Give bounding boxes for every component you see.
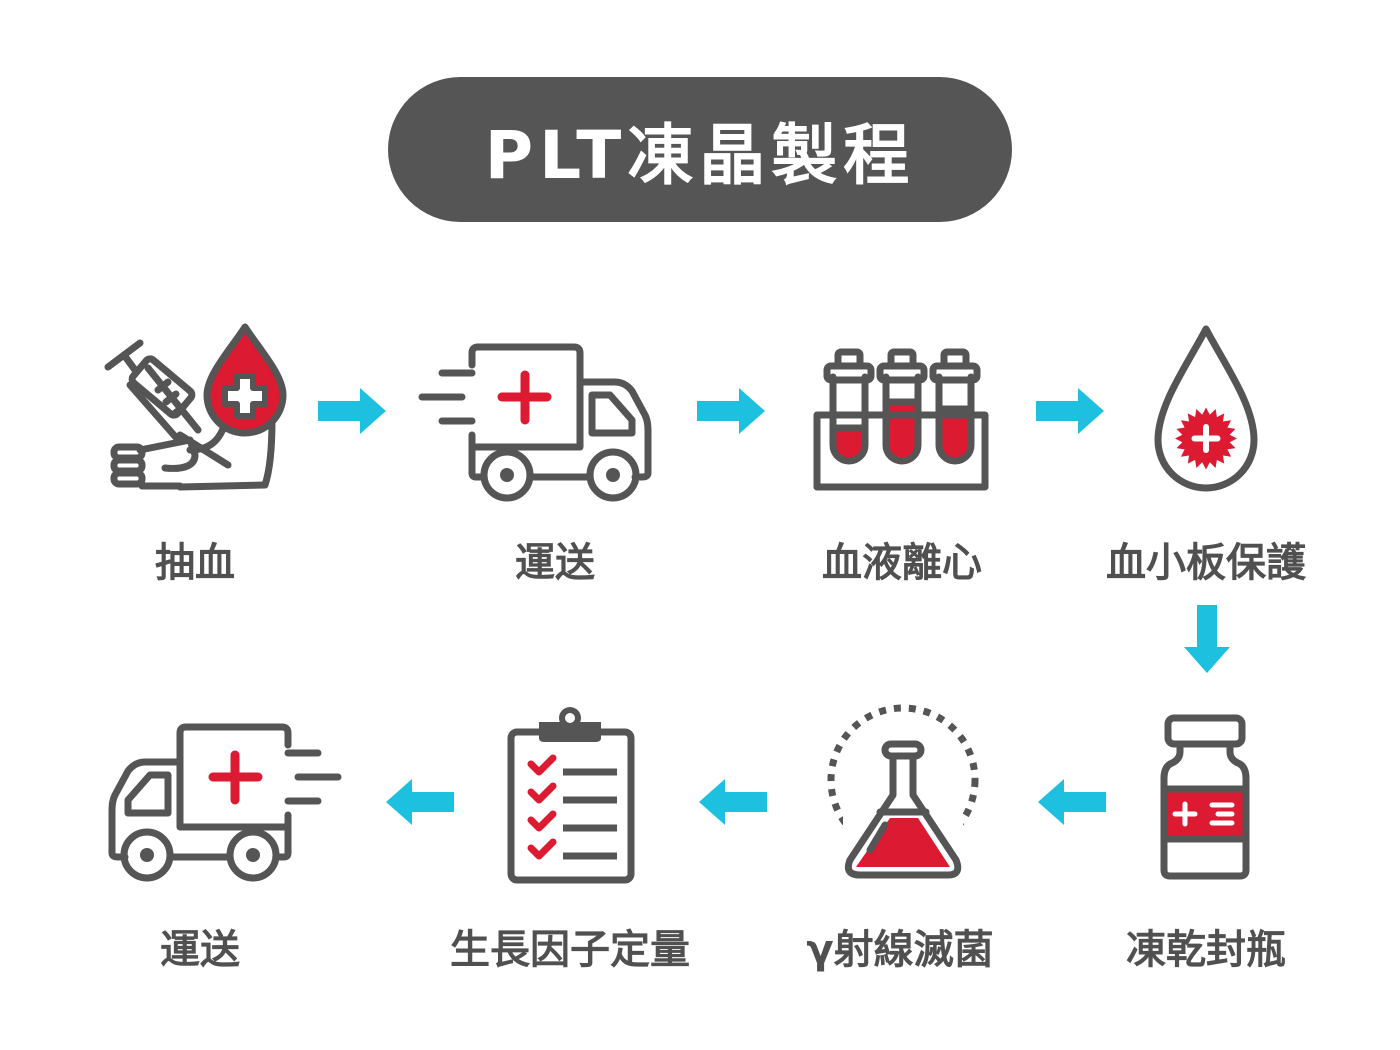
- page-title: PLT凍晶製程: [484, 116, 916, 194]
- step-label: 運送: [160, 927, 240, 973]
- blood-drop-badge-icon: [1154, 325, 1258, 492]
- step-label: γ射線滅菌: [806, 927, 994, 973]
- step-label: 生長因子定量: [450, 927, 690, 973]
- arrow-right-icon: [318, 388, 386, 434]
- step-label: 血液離心: [822, 540, 982, 586]
- title-banner: PLT凍晶製程: [388, 77, 1012, 222]
- step-label: 運送: [515, 540, 595, 586]
- step-label: 抽血: [155, 540, 235, 586]
- vial-icon: [1160, 714, 1250, 880]
- step-label: 凍乾封瓶: [1126, 927, 1286, 973]
- arrow-left-icon: [386, 779, 454, 825]
- step-label: 血小板保護: [1106, 540, 1306, 586]
- blood-draw-icon: [104, 323, 287, 491]
- test-tubes-icon: [813, 348, 989, 491]
- arrow-left-icon: [699, 779, 767, 825]
- arrow-left-icon: [1038, 779, 1106, 825]
- arrow-right-icon: [697, 388, 765, 434]
- arrow-down-icon: [1184, 605, 1230, 673]
- flask-radiation-icon: [827, 704, 979, 879]
- clipboard-checklist-icon: [507, 707, 635, 884]
- ambulance-truck-icon: [418, 343, 652, 502]
- ambulance-truck-icon: [108, 723, 342, 882]
- arrow-right-icon: [1036, 388, 1104, 434]
